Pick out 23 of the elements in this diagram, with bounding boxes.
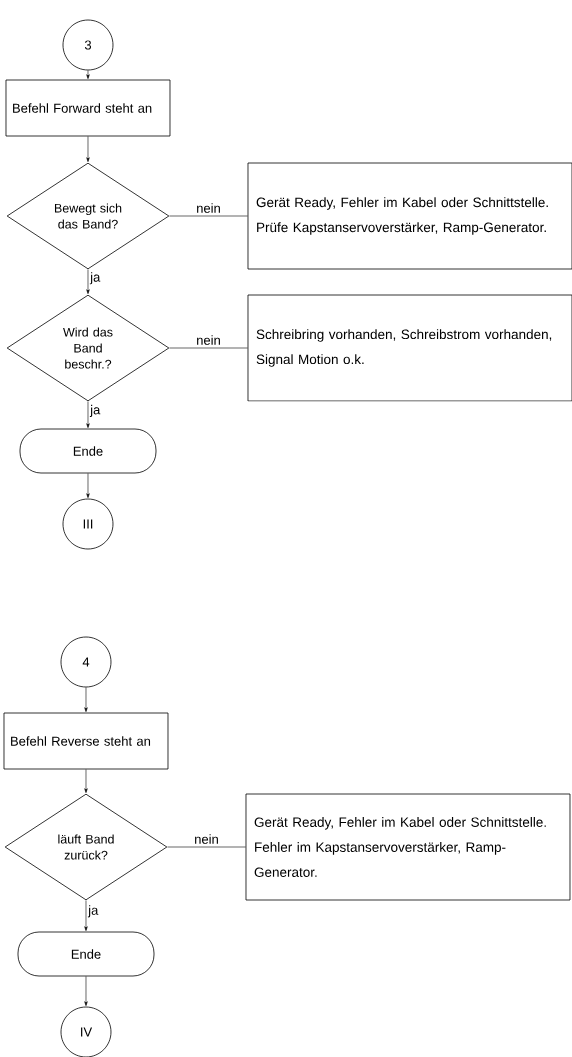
arrow <box>84 687 88 712</box>
edge-label: nein <box>195 202 222 214</box>
arrow <box>86 269 90 294</box>
process-box: Befehl Reverse steht an <box>3 712 169 770</box>
process-box: Befehl Forward steht an <box>5 79 171 137</box>
edge-label: ja <box>89 271 102 286</box>
edge-label: nein <box>195 334 222 346</box>
arrow <box>84 976 88 1006</box>
arrow <box>86 401 90 428</box>
edge-label: ja <box>87 904 100 919</box>
arrow <box>86 70 90 79</box>
arrow <box>84 900 88 931</box>
arrow <box>86 136 90 162</box>
edge-label: ja <box>89 403 102 418</box>
note-box: Gerät Ready, Fehler im Kabel oder Schnittstelle. Fehler im Kapstanservoverstärker, Ramp-Generator. <box>245 793 571 901</box>
connector-line <box>169 347 248 349</box>
connector-line <box>167 846 246 848</box>
note-box: Gerät Ready, Fehler im Kabel oder Schnittstelle. Prüfe Kapstanservoverstärker, Ramp-Generator. <box>247 162 572 270</box>
arrow <box>86 473 90 498</box>
arrow <box>84 769 88 793</box>
connector-line <box>169 215 248 217</box>
note-box: Schreibring vorhanden, Schreibstrom vorhanden, Signal Motion o.k. <box>247 294 572 402</box>
edge-label: nein <box>193 833 220 845</box>
